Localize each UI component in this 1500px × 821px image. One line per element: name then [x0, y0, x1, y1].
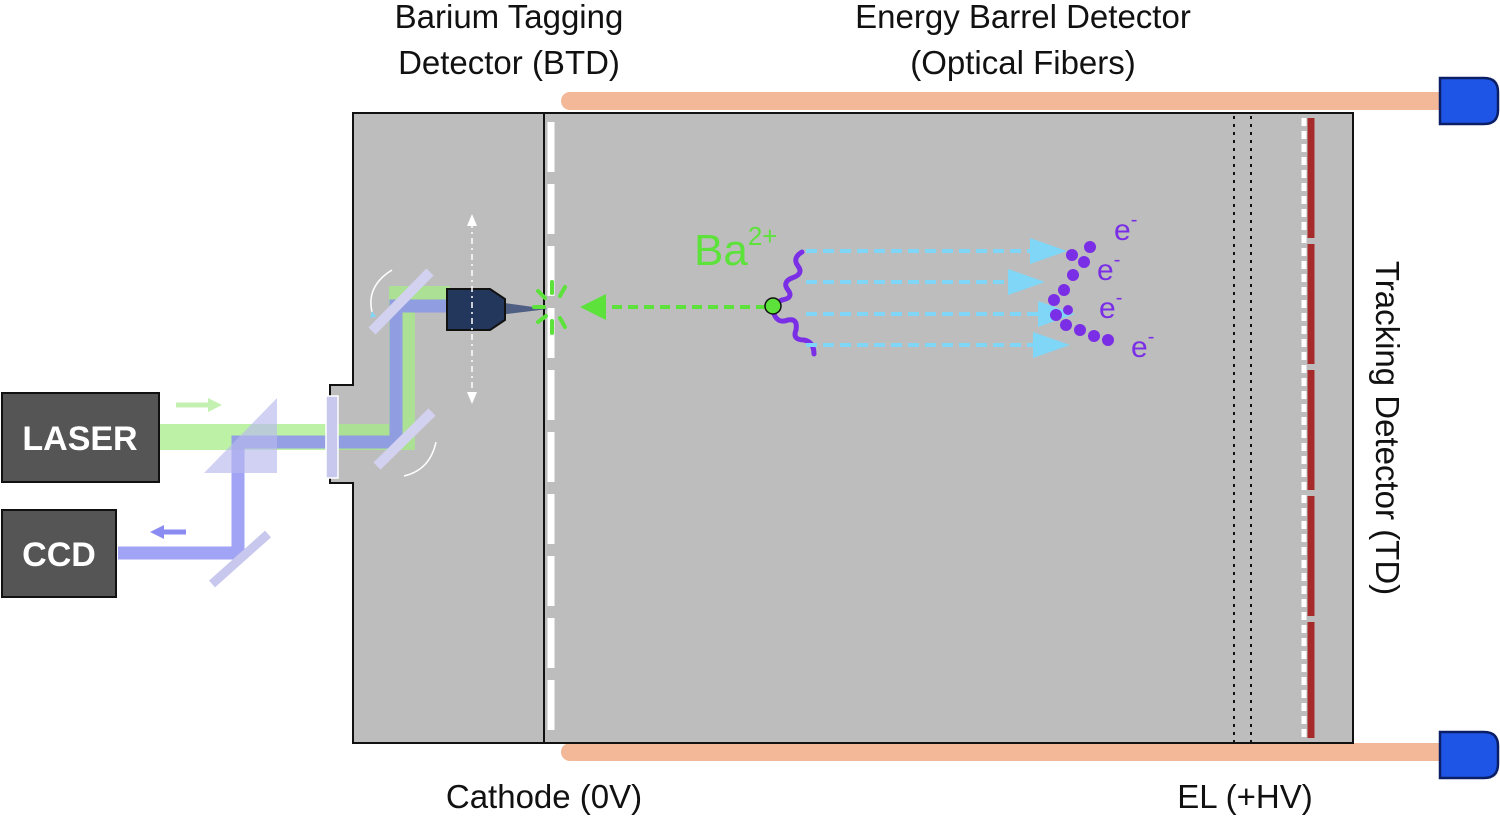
- mirror-upper: [368, 268, 434, 335]
- el-label: EL (+HV): [1177, 778, 1312, 815]
- ccd-label: CCD: [22, 536, 96, 574]
- fluorescence-burst: [532, 280, 567, 335]
- decay-vertex: [764, 297, 782, 315]
- btd-label-line2: Detector (BTD): [398, 44, 620, 81]
- ccd-mirror: [209, 530, 271, 588]
- electron-label: e-: [1099, 287, 1122, 325]
- ion-label: Ba2+: [694, 221, 777, 275]
- tracking-label: Tracking Detector (TD): [1369, 261, 1406, 595]
- cathode-label: Cathode (0V): [446, 778, 642, 815]
- mirror-lower-rotate-icon: [403, 441, 437, 477]
- electron-drift-arrows: [806, 249, 1040, 347]
- electron-label: e-: [1097, 249, 1120, 287]
- ion-drift-arrowhead: [580, 294, 606, 320]
- btd-label-line1: Barium Tagging: [395, 0, 624, 35]
- electron-label: e-: [1131, 326, 1154, 364]
- electron-cloud: [1048, 241, 1114, 346]
- ccd-box: [1, 509, 117, 598]
- laser-label: LASER: [22, 420, 137, 458]
- objective-lens: [446, 288, 506, 331]
- laser-box: [1, 392, 160, 483]
- dichroic-splitter: [204, 398, 277, 473]
- photo-sensor-bottom: [1438, 730, 1500, 780]
- detector-chamber: [329, 112, 1354, 744]
- laser-beam: [160, 286, 450, 450]
- ccd-direction-arrow: [150, 525, 186, 539]
- photo-sensor-top: [1438, 76, 1500, 126]
- ebd-label-line2: (Optical Fibers): [910, 44, 1136, 81]
- mirror-lower: [373, 408, 436, 470]
- ccd-beam: [118, 299, 450, 560]
- electron-label: e-: [1114, 209, 1137, 247]
- ebd-label-line1: Energy Barrel Detector: [855, 0, 1191, 35]
- optical-window: [325, 395, 339, 479]
- mirror-upper-rotate-icon: [370, 269, 393, 318]
- laser-direction-arrow: [176, 398, 222, 412]
